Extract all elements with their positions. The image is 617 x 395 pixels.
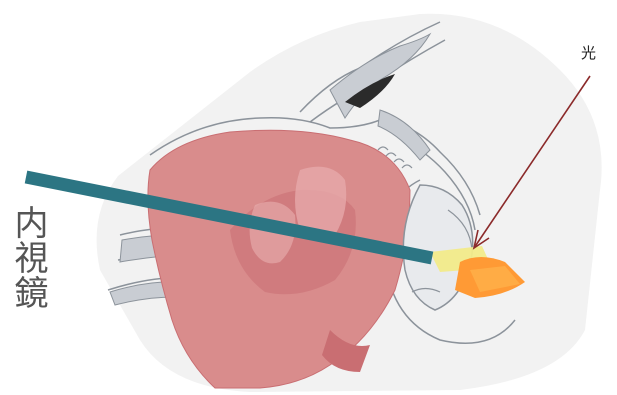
endoscope-label: 内視鏡 bbox=[8, 205, 48, 310]
light-label: 光 bbox=[581, 42, 596, 63]
